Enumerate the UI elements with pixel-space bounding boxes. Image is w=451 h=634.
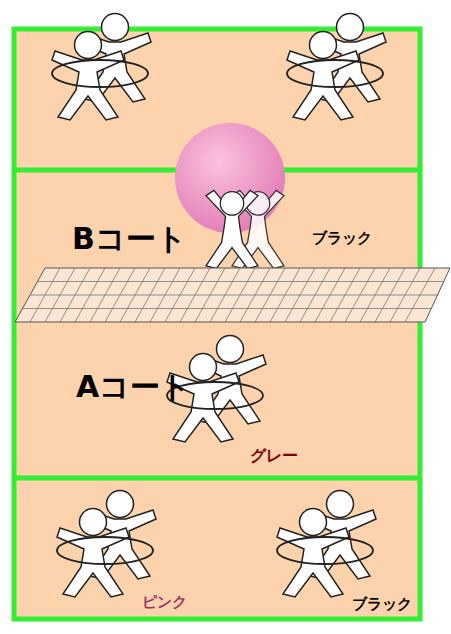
- net-mesh: [23, 268, 444, 322]
- team-color-label: グレー: [250, 447, 298, 465]
- player-pair: [57, 491, 156, 598]
- player-pair: [277, 491, 376, 598]
- team-color-label: ピンク: [142, 594, 187, 611]
- court-line: [14, 476, 420, 481]
- player: [206, 190, 258, 268]
- court-label: Aコート: [76, 370, 191, 403]
- team-color-label: ブラック: [352, 596, 412, 613]
- net: [15, 268, 450, 322]
- team-color-label: ブラック: [312, 230, 372, 247]
- court: [14, 29, 420, 619]
- player-pair: [287, 14, 386, 121]
- court-label: Bコート: [72, 222, 187, 255]
- player-pair: [52, 14, 151, 121]
